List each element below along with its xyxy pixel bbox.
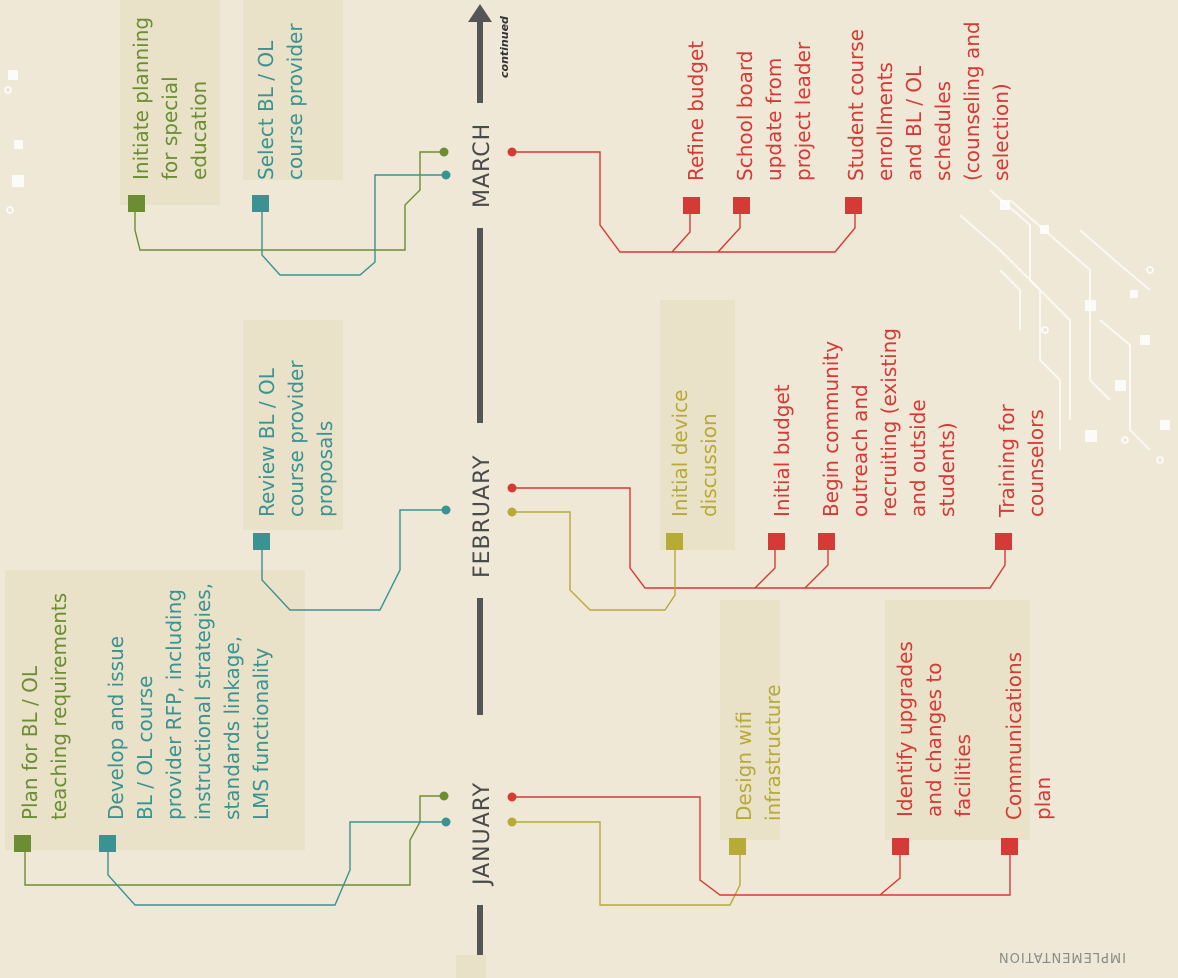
task-label-t10: Training for counselors (995, 404, 1048, 517)
month-badge-bg (461, 715, 499, 905)
circuit-node (6, 206, 14, 214)
circuit-trace (1099, 319, 1151, 451)
connector-operations (879, 848, 901, 896)
red-square-marker-icon (892, 838, 909, 855)
connector-teaching (134, 151, 444, 251)
connector-dot-icon (507, 483, 517, 493)
connector-device (512, 511, 676, 611)
circuit-node (1156, 456, 1164, 464)
teal-square-marker-icon (99, 835, 116, 852)
timeline-end-tab (456, 955, 486, 978)
circuit-pad (14, 140, 23, 149)
task-label-t13: Refine budget (684, 40, 708, 181)
connector-dot-icon (441, 170, 451, 180)
circuit-node (1041, 326, 1049, 334)
task-label-t2: Develop and issue BL / OL course provide… (104, 582, 273, 820)
month-badge-bg (461, 103, 499, 228)
connector-dot-icon (441, 817, 451, 827)
timeline-arrow-icon (468, 4, 492, 22)
green-square-marker-icon (128, 195, 145, 212)
label-highlight (720, 600, 780, 840)
connector-dot-icon (507, 147, 517, 157)
circuit-node (1121, 436, 1129, 444)
label-highlight (120, 0, 220, 205)
label-highlight (5, 570, 305, 850)
green-square-marker-icon (14, 835, 31, 852)
connector-operations (804, 543, 829, 589)
red-square-marker-icon (733, 197, 750, 214)
connector-operations (512, 487, 1006, 589)
circuit-trace (959, 214, 1061, 450)
label-highlight (660, 300, 735, 550)
circuit-node (4, 86, 12, 94)
task-label-t1: Plan for BL / OL teaching requirements (18, 592, 71, 820)
connector-dot-icon (439, 147, 449, 157)
connector-course-provider (261, 174, 446, 276)
red-square-marker-icon (1001, 838, 1018, 855)
task-label-t15: Student course enrollments and BL / OL s… (844, 21, 1013, 181)
connector-dot-icon (507, 507, 517, 517)
circuit-pad (1000, 200, 1010, 210)
circuit-trace (1079, 229, 1151, 291)
circuit-pad (1085, 300, 1096, 311)
task-label-t11: Initiate planning for special education (129, 16, 211, 180)
task-label-t9: Begin community outreach and recruiting … (819, 327, 959, 517)
task-label-t8: Initial budget (770, 384, 794, 517)
connector-dot-icon (507, 817, 517, 827)
olive-square-marker-icon (666, 533, 683, 550)
circuit-trace (999, 269, 1021, 330)
red-square-marker-icon (995, 533, 1012, 550)
circuit-pad (1115, 380, 1126, 391)
label-highlight (885, 600, 1030, 840)
red-square-marker-icon (845, 197, 862, 214)
circuit-pad (1040, 225, 1049, 234)
circuit-pad (1130, 290, 1138, 298)
connector-operations (512, 151, 856, 253)
footer-label: IMPLEMENTATION (997, 949, 1126, 964)
red-square-marker-icon (818, 533, 835, 550)
task-label-t7: Initial device discussion (668, 389, 721, 517)
red-square-marker-icon (683, 197, 700, 214)
task-label-t6: Review BL / OL course provider proposals (255, 360, 337, 517)
red-square-marker-icon (768, 533, 785, 550)
task-label-t4: Identify upgrades and changes to facilit… (893, 641, 975, 817)
circuit-pad (1140, 335, 1150, 345)
task-label-t12: Select BL / OL course provider (254, 23, 307, 180)
circuit-trace (989, 189, 1071, 420)
connector-operations (671, 207, 691, 253)
circuit-trace (1009, 199, 1111, 401)
month-badge-bg (461, 423, 499, 598)
connector-device (512, 821, 741, 906)
circuit-pad (1085, 430, 1097, 442)
connector-teaching (24, 795, 444, 886)
connector-dot-icon (507, 792, 517, 802)
connector-operations (754, 543, 776, 589)
label-highlight (243, 320, 343, 530)
teal-square-marker-icon (253, 533, 270, 550)
task-label-t3: Design wifi infrastructure (732, 684, 785, 821)
label-highlight (243, 0, 343, 180)
task-label-t14: School board update from project leader (733, 41, 815, 181)
connector-course-provider (261, 509, 446, 611)
circuit-pad (1160, 420, 1170, 430)
month-label-january: JANUARY (470, 781, 495, 885)
continued-label: continued (498, 16, 511, 78)
connector-operations (512, 796, 1011, 896)
circuit-node (1146, 266, 1154, 274)
month-label-february: FEBRUARY (470, 454, 495, 578)
teal-square-marker-icon (252, 195, 269, 212)
connector-dot-icon (439, 791, 449, 801)
circuit-pad (8, 70, 18, 80)
month-label-march: MARCH (470, 122, 495, 208)
connector-dot-icon (441, 505, 451, 515)
circuit-pad (12, 175, 24, 187)
connector-course-provider (107, 821, 446, 906)
task-label-t5: Communications plan (1002, 651, 1055, 820)
olive-square-marker-icon (729, 838, 746, 855)
